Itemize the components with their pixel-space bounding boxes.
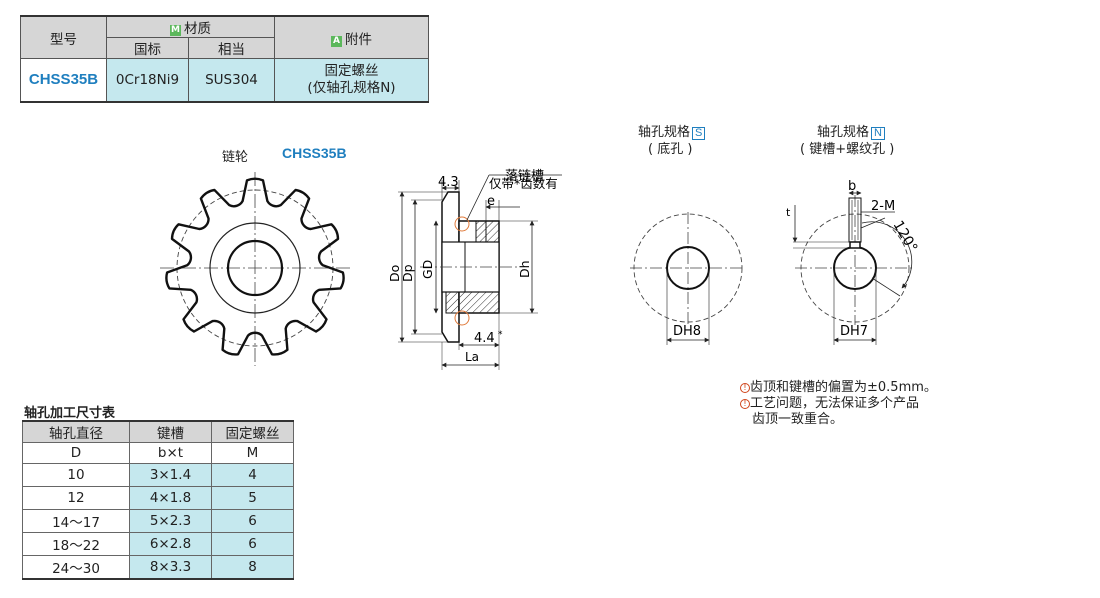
dim-b: b (848, 179, 856, 194)
accessory-line2: (仅轴孔规格N) (307, 79, 396, 96)
dim-dh8: DH8 (673, 324, 701, 339)
table-row: 10 3×1.4 4 (22, 463, 294, 487)
table-cell: 18～22 (22, 532, 130, 556)
dim-angle: 120° (890, 218, 921, 255)
table-row: 14～17 5×2.3 6 (22, 509, 294, 533)
gb-cell: 0Cr18Ni9 (106, 58, 189, 103)
bore-spec-s-view: DH8 (630, 212, 745, 345)
drawing-title: 链轮 (222, 150, 249, 165)
header-set-screw: 固定螺丝 (211, 420, 294, 443)
dim-t: t (786, 206, 791, 219)
dim-la: La (465, 350, 479, 364)
table-cell: 12 (22, 486, 130, 510)
bore-spec-n-view: b t 2-M 120° DH7 (786, 179, 920, 345)
note-3: 齿顶一致重合。 (752, 412, 844, 427)
table-cell: 5×2.3 (129, 509, 212, 533)
table-cell: 6 (211, 532, 294, 556)
table-cell: 8 (211, 555, 294, 580)
dim-asterisk: * (498, 330, 503, 340)
subheader-bxt: b×t (129, 442, 212, 464)
dim-2m: 2-M (871, 199, 895, 214)
spec-s-code: S (692, 127, 706, 140)
spec-n-code: N (871, 127, 885, 140)
spec-n-title-text: 轴孔规格 (817, 125, 870, 140)
model-cell[interactable]: CHSS35B (20, 58, 107, 103)
warning-icon: ! (740, 399, 750, 409)
dim-4-3: 4.3 (438, 175, 459, 190)
chain-groove-note: 仅带*齿数有 (489, 176, 558, 191)
table-row: 24～30 8×3.3 8 (22, 555, 294, 580)
header-equivalent: 相当 (188, 37, 275, 59)
table-row: 12 4×1.8 5 (22, 486, 294, 510)
table-row: 18～22 6×2.8 6 (22, 532, 294, 556)
note-2: !工艺问题，无法保证多个产品 (740, 396, 937, 412)
dim-gd: GD (420, 260, 435, 279)
accessory-badge-icon: A (331, 35, 342, 47)
spec-n-sub: ( 键槽+螺纹孔 ) (800, 142, 895, 157)
shaft-table-title: 轴孔加工尺寸表 (24, 406, 116, 421)
header-keyway: 键槽 (129, 420, 212, 443)
header-bore-diameter: 轴孔直径 (22, 420, 130, 443)
table-cell: 3×1.4 (129, 463, 212, 487)
note-1-text: 齿顶和键槽的偏置为±0.5mm。 (750, 380, 937, 395)
sprocket-front-view (160, 172, 350, 366)
dim-dh: Dh (517, 260, 532, 278)
dim-dp: Dp (400, 264, 415, 282)
notes: !齿顶和键槽的偏置为±0.5mm。 !工艺问题，无法保证多个产品 齿顶一致重合。 (740, 380, 937, 428)
drawing-model: CHSS35B (282, 145, 347, 161)
table-cell: 4×1.8 (129, 486, 212, 510)
table-cell: 14～17 (22, 509, 130, 533)
material-badge-icon: M (170, 25, 181, 36)
header-material-label: 材质 (184, 21, 211, 37)
accessory-cell: 固定螺丝 (仅轴孔规格N) (274, 58, 429, 103)
table-cell: 6 (211, 509, 294, 533)
header-model: 型号 (20, 15, 107, 59)
subheader-m: M (211, 442, 294, 464)
shaft-table: 轴孔直径 键槽 固定螺丝 D b×t M 10 3×1.4 4 12 4×1.8… (22, 420, 294, 580)
note-1: !齿顶和键槽的偏置为±0.5mm。 (740, 380, 937, 396)
sprocket-teeth-outline (165, 177, 345, 356)
dim-dh7: DH7 (840, 324, 868, 339)
equivalent-cell: SUS304 (188, 58, 275, 103)
table-cell: 6×2.8 (129, 532, 212, 556)
chain-groove-label: 落链槽 (505, 169, 544, 184)
table-cell: 5 (211, 486, 294, 510)
subheader-d: D (22, 442, 130, 464)
note-2-text: 工艺问题，无法保证多个产品 (750, 396, 920, 411)
table-cell: 24～30 (22, 555, 130, 580)
header-accessory-label: 附件 (345, 31, 372, 48)
table-cell: 10 (22, 463, 130, 487)
spec-s-sub: ( 底孔 ) (648, 142, 693, 157)
dim-do: Do (387, 265, 402, 282)
header-gb: 国标 (106, 37, 189, 59)
spec-s-title-text: 轴孔规格 (638, 125, 691, 140)
warning-icon: ! (740, 383, 750, 393)
accessory-line1: 固定螺丝 (324, 62, 379, 79)
table-cell: 4 (211, 463, 294, 487)
dim-e: e (487, 194, 495, 209)
spec-row: CHSS35B 0Cr18Ni9 SUS304 固定螺丝 (仅轴孔规格N) (20, 58, 429, 103)
table-cell: 8×3.3 (129, 555, 212, 580)
dim-4-4: 4.4 (474, 331, 495, 346)
sprocket-side-view: 4.3 落链槽 仅带*齿数有 e 4.4 * La Do Dp GD Dh (387, 169, 562, 370)
